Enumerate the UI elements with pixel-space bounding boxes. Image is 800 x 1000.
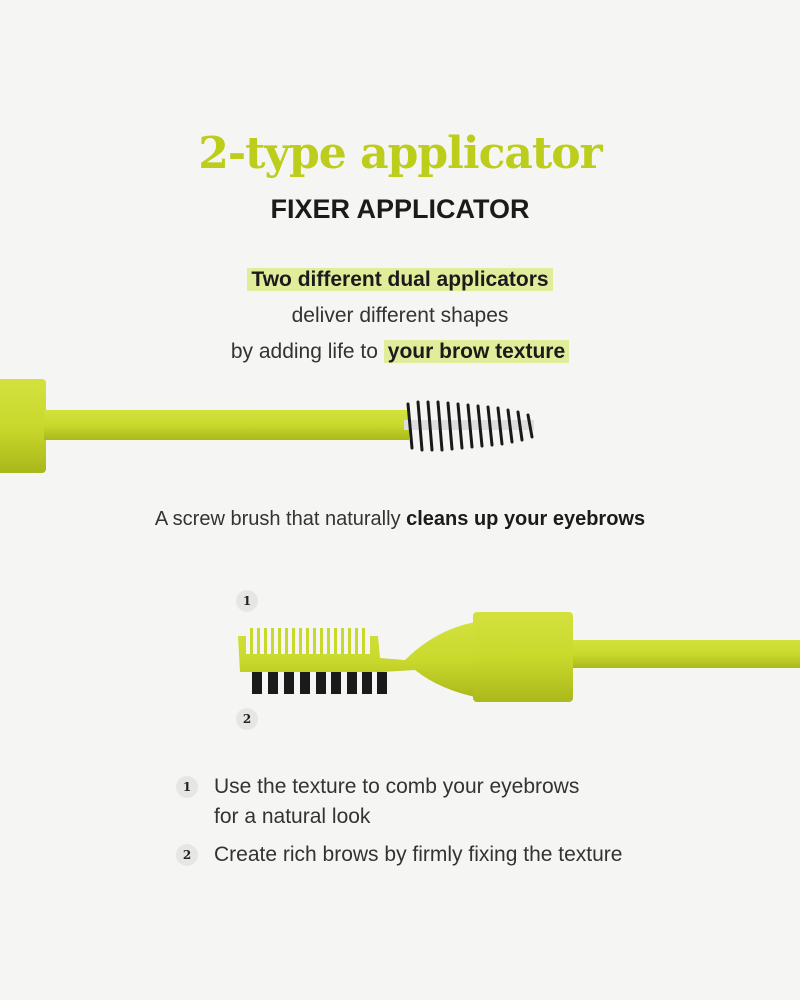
comb-applicator-image <box>238 612 800 702</box>
intro-highlight-2: your brow texture <box>383 340 570 363</box>
diagram-label-1: 1 <box>236 590 258 612</box>
screw-brush-caption: A screw brush that naturally cleans up y… <box>0 508 800 531</box>
screw-brush-image <box>0 379 534 473</box>
caption-prefix: A screw brush that naturally <box>154 508 407 530</box>
page-subtitle: FIXER APPLICATOR <box>270 194 530 224</box>
feature-number-1: 1 <box>176 776 198 798</box>
intro-line-3-prefix: by adding life to <box>230 340 384 363</box>
feature-text-1b: for a natural look <box>214 805 371 828</box>
page-title: 2-type applicator <box>198 128 602 179</box>
intro-highlight-1: Two different dual applicators <box>247 268 553 291</box>
intro-text: Two different dual applicators deliver d… <box>0 262 800 370</box>
feature-number-2: 2 <box>176 844 198 866</box>
caption-bold: cleans up your eyebrows <box>406 508 646 530</box>
diagram-label-2: 2 <box>236 708 258 730</box>
feature-text-1: Use the texture to comb your eyebrows <box>214 775 580 798</box>
intro-line-2: deliver different shapes <box>291 304 509 327</box>
feature-text-2: Create rich brows by firmly fixing the t… <box>214 843 623 866</box>
